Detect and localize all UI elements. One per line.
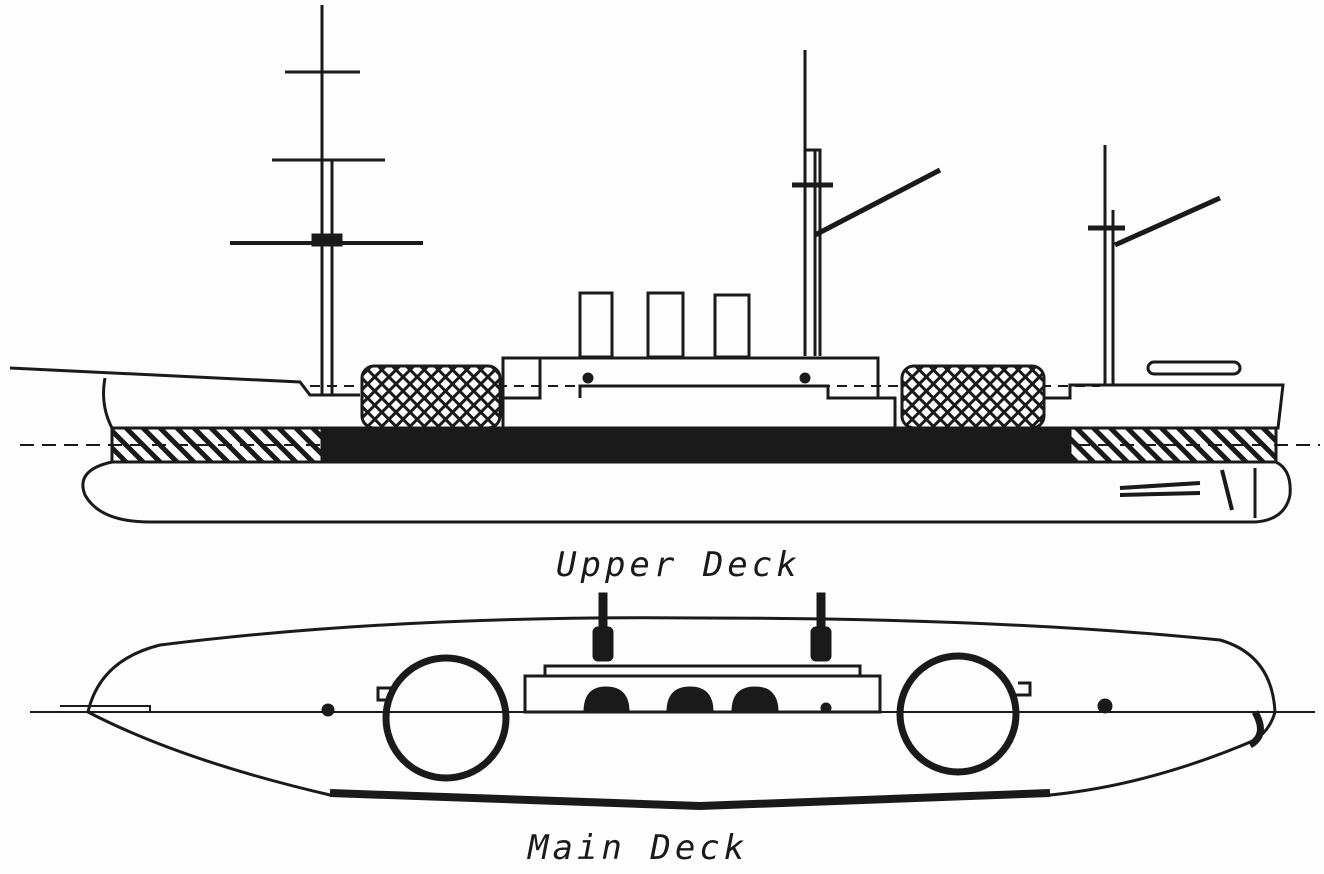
funnel-2 — [646, 291, 685, 359]
aft-turret-plan — [382, 654, 510, 782]
hull-bottom — [81, 460, 1292, 524]
bow-line — [9, 366, 360, 397]
hull-upper — [102, 377, 1285, 430]
fore-turret-plan — [896, 652, 1020, 776]
plan-view — [30, 592, 1315, 811]
mizzen-mast — [1088, 145, 1222, 385]
belt-plan — [329, 789, 1051, 811]
gun-1 — [592, 592, 614, 662]
funnel-1 — [578, 291, 614, 359]
superstructure — [501, 356, 897, 428]
upper-deck-label: Upper Deck — [556, 545, 801, 585]
fore-mast — [230, 5, 423, 395]
boat — [1146, 360, 1242, 376]
funnel-3 — [713, 293, 751, 359]
aft-turret — [360, 364, 502, 430]
fore-turret — [900, 364, 1046, 430]
main-deck-label: Main Deck — [528, 828, 749, 868]
main-mast — [792, 50, 942, 356]
propeller — [1119, 469, 1234, 511]
gun-2 — [810, 592, 832, 662]
side-profile — [9, 5, 1320, 524]
